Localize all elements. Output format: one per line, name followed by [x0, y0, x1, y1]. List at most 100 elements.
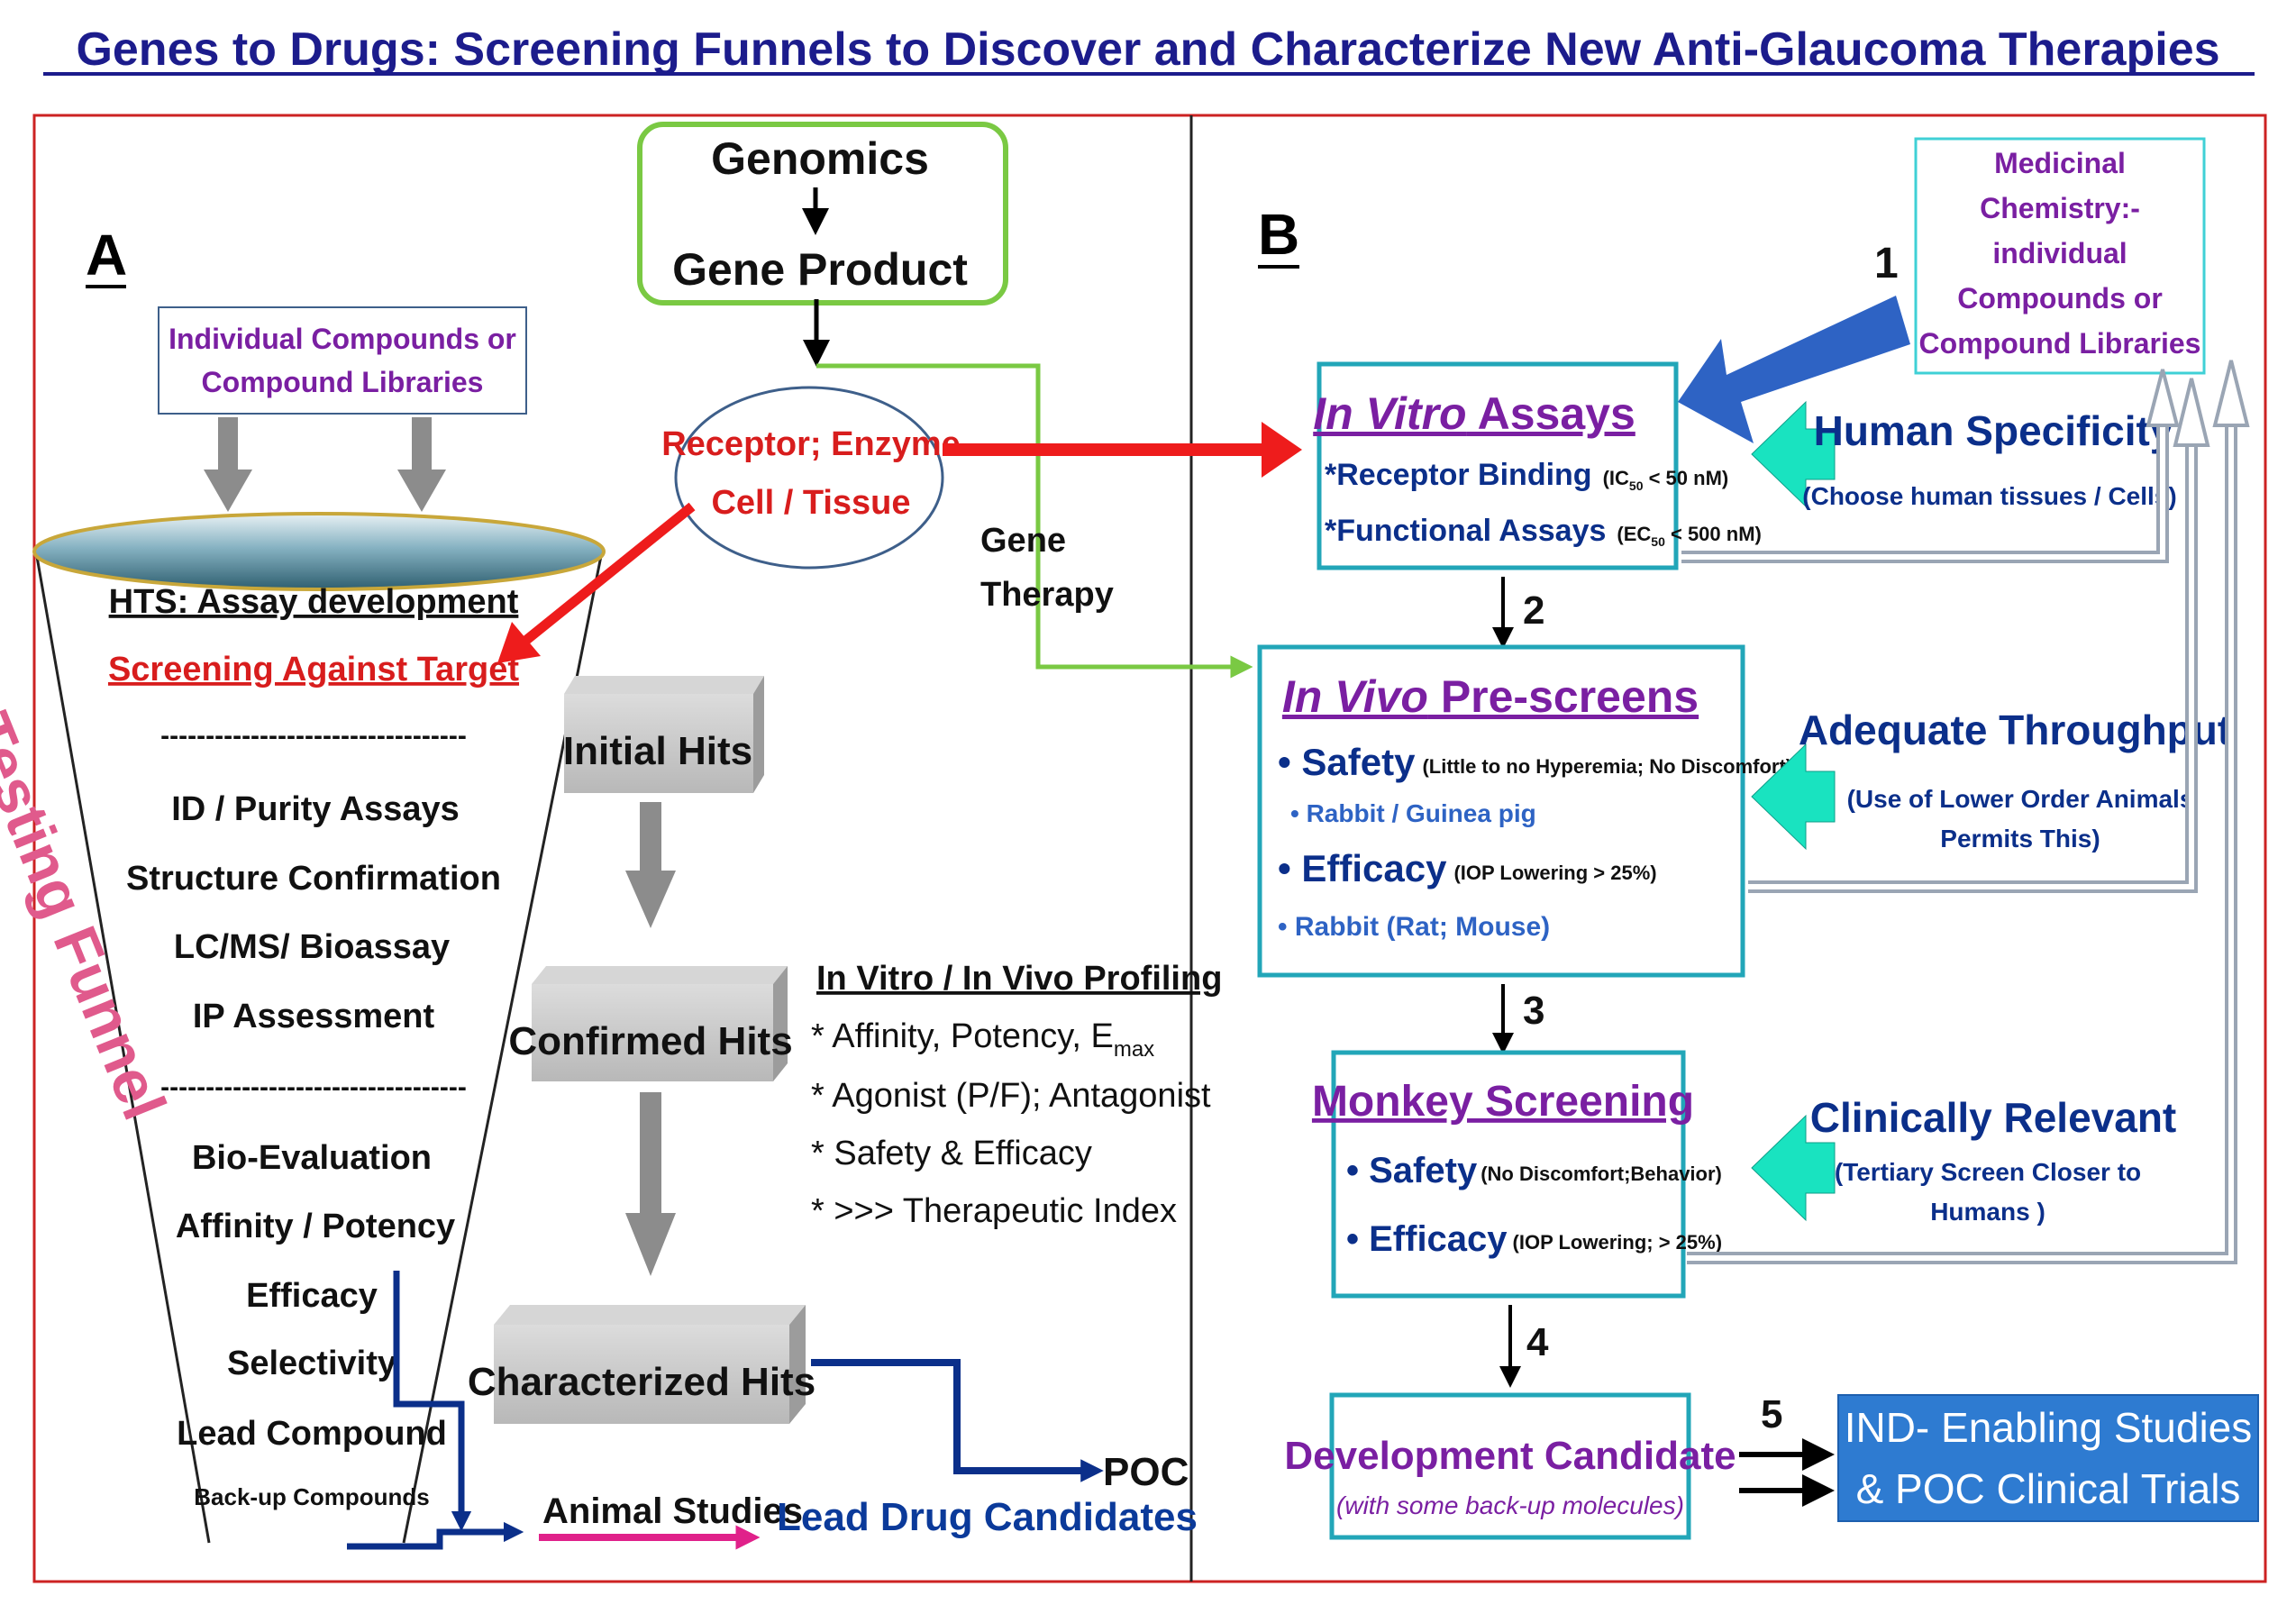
lead-compound: Lead Compound: [177, 1415, 447, 1453]
characterized-to-poc-connector: [811, 1359, 1104, 1482]
confirmed-hits-block: Confirmed Hits: [508, 966, 793, 1081]
dev-candidate-subtitle: (with some back-up molecules): [1336, 1491, 1684, 1519]
step-4-label: 4: [1526, 1320, 1549, 1364]
funnel-lens: [32, 512, 606, 591]
gene-therapy-line-2: Therapy: [980, 576, 1114, 614]
compound-libraries-box: Individual Compounds or Compound Librari…: [158, 306, 527, 415]
feedback-loops-inner: [1681, 424, 2234, 1261]
ind-enabling-box: IND- Enabling Studies & POC Clinical Tri…: [1837, 1394, 2259, 1522]
in-vivo-title: In Vivo Pre-screens: [1282, 671, 1699, 722]
initial-to-confirmed-arrow: [625, 802, 676, 928]
step-2-label: 2: [1523, 588, 1544, 633]
lead-drug-candidates-label: Lead Drug Candidates: [777, 1495, 1198, 1539]
initial-hits-label: Initial Hits: [563, 729, 752, 773]
outer-frame: [32, 114, 2267, 1583]
confirmed-hits-label: Confirmed Hits: [508, 1019, 792, 1063]
in-vivo-efficacy-species: • Rabbit (Rat; Mouse): [1278, 912, 1550, 942]
med-chem-line-1: Medicinal: [1994, 147, 2126, 179]
backup-compounds: Back-up Compounds: [194, 1483, 429, 1510]
hts-assay-development: HTS: Assay development: [109, 583, 519, 621]
profiling-list: In Vitro / In Vivo Profiling * Affinity,…: [811, 960, 1222, 1230]
human-specificity-arrow: [1751, 400, 1836, 508]
monkey-screening-box: Monkey Screening • Safety(No Discomfort;…: [1312, 1050, 1722, 1299]
funnel-divider-2: ----------------------------------: [160, 1072, 467, 1102]
lead-compound-connector: [347, 1521, 524, 1550]
in-vivo-safety-line: • Safety(Little to no Hyperemia; No Disc…: [1278, 741, 1792, 783]
id-purity-assays: ID / Purity Assays: [171, 790, 460, 828]
dev-candidate-title: Development Candidate: [1284, 1434, 1736, 1478]
panel-b-label: B: [1258, 202, 1299, 267]
animal-studies-label: Animal Studies: [542, 1491, 803, 1531]
selectivity: Selectivity: [227, 1345, 396, 1382]
poc-label: POC: [1103, 1450, 1189, 1494]
receptor-to-in-vitro-arrow: [943, 422, 1302, 478]
libraries-to-funnel-arrows: [204, 417, 446, 512]
receptor-ellipse: Receptor; Enzyme Cell / Tissue: [661, 386, 961, 570]
receptor-to-screening-arrow: [497, 502, 696, 663]
page-title: Genes to Drugs: Screening Funnels to Dis…: [76, 23, 2219, 76]
ind-line-2: & POC Clinical Trials: [1856, 1465, 2241, 1512]
gene-therapy-line-1: Gene: [980, 522, 1066, 560]
med-chem-to-in-vitro-arrow: [1678, 296, 1910, 443]
medicinal-chemistry-box: Medicinal Chemistry:- individual Compoun…: [1914, 137, 2206, 375]
libraries-line-2: Compound Libraries: [202, 366, 484, 398]
lcms-bioassay: LC/MS/ Bioassay: [174, 928, 450, 966]
receptor-binding-line: *Receptor Binding(IC50 < 50 nM): [1325, 458, 1728, 493]
clinically-relevant-subtitle-2: Humans ): [1930, 1198, 2045, 1226]
development-candidate-box: Development Candidate (with some back-up…: [1284, 1392, 1736, 1540]
bio-evaluation: Bio-Evaluation: [192, 1139, 432, 1177]
receptor-line-1: Receptor; Enzyme: [661, 425, 961, 463]
funnel-divider-1: ----------------------------------: [160, 721, 467, 751]
genomics-label: Genomics: [711, 133, 929, 184]
med-chem-line-3: individual: [1992, 237, 2127, 269]
feedback-arrowheads: [2146, 360, 2250, 447]
human-specificity-title: Human Specificity: [1814, 407, 2173, 454]
profiling-heading: In Vitro / In Vivo Profiling: [816, 960, 1222, 998]
clinically-relevant-arrow: [1751, 1114, 1836, 1222]
funnel-items: HTS: Assay development Screening Against…: [108, 583, 519, 1510]
structure-confirmation: Structure Confirmation: [126, 860, 501, 898]
functional-assays-line: *Functional Assays(EC50 < 500 nM): [1325, 514, 1762, 549]
in-vitro-assays-box: In Vitro Assays *Receptor Binding(IC50 <…: [1313, 361, 1762, 570]
in-vivo-prescreens-box: In Vivo Pre-screens • Safety(Little to n…: [1257, 644, 1792, 978]
panel-a-label: A: [86, 223, 127, 287]
monkey-title: Monkey Screening: [1312, 1078, 1694, 1126]
in-vitro-title: In Vitro Assays: [1313, 388, 1635, 439]
clinically-relevant-title: Clinically Relevant: [1810, 1094, 2177, 1141]
gene-therapy-connector: [816, 363, 1253, 679]
step-1-label: 1: [1874, 240, 1899, 287]
adequate-throughput-subtitle-1: (Use of Lower Order Animals: [1847, 785, 2194, 813]
monkey-safety-line: • Safety(No Discomfort;Behavior): [1346, 1151, 1722, 1190]
characterized-hits-block: Characterized Hits: [468, 1305, 815, 1424]
med-chem-line-4: Compounds or: [1957, 282, 2163, 315]
med-chem-line-2: Chemistry:-: [1980, 192, 2140, 224]
step-3-label: 3: [1523, 989, 1544, 1033]
monkey-efficacy-line: • Efficacy(IOP Lowering; > 25%): [1346, 1219, 1722, 1259]
libraries-line-1: Individual Compounds or: [169, 323, 516, 355]
ind-line-1: IND- Enabling Studies: [1845, 1404, 2253, 1451]
genomics-box: Genomics Gene Product: [637, 122, 1008, 305]
testing-funnel: [32, 512, 606, 1544]
clinically-relevant-subtitle-1: (Tertiary Screen Closer to: [1835, 1158, 2141, 1186]
confirmed-to-characterized-arrow: [625, 1092, 676, 1276]
profiling-agonist: * Agonist (P/F); Antagonist: [811, 1077, 1211, 1115]
adequate-throughput-title: Adequate Throughput: [1799, 707, 2231, 753]
adequate-throughput-subtitle-2: Permits This): [1940, 825, 2100, 853]
initial-hits-block: Initial Hits: [563, 676, 764, 793]
profiling-safety: * Safety & Efficacy: [811, 1135, 1092, 1172]
profiling-affinity: * Affinity, Potency, Emax: [811, 1017, 1154, 1062]
ip-assessment: IP Assessment: [193, 998, 435, 1035]
efficacy: Efficacy: [246, 1277, 378, 1315]
in-vivo-efficacy-line: • Efficacy(IOP Lowering > 25%): [1278, 847, 1657, 889]
human-specificity-subtitle: (Choose human tissues / Cells): [1802, 482, 2176, 510]
screening-against-target: Screening Against Target: [108, 651, 519, 688]
med-chem-line-5: Compound Libraries: [1919, 327, 2201, 360]
adequate-throughput-arrow: [1751, 743, 1836, 851]
characterized-hits-label: Characterized Hits: [468, 1360, 815, 1404]
affinity-potency: Affinity / Potency: [176, 1208, 455, 1245]
receptor-line-2: Cell / Tissue: [711, 484, 910, 522]
in-vivo-safety-species: • Rabbit / Guinea pig: [1290, 799, 1536, 827]
profiling-index: * >>> Therapeutic Index: [811, 1192, 1177, 1230]
funnel-to-animal-connector: [393, 1271, 472, 1532]
